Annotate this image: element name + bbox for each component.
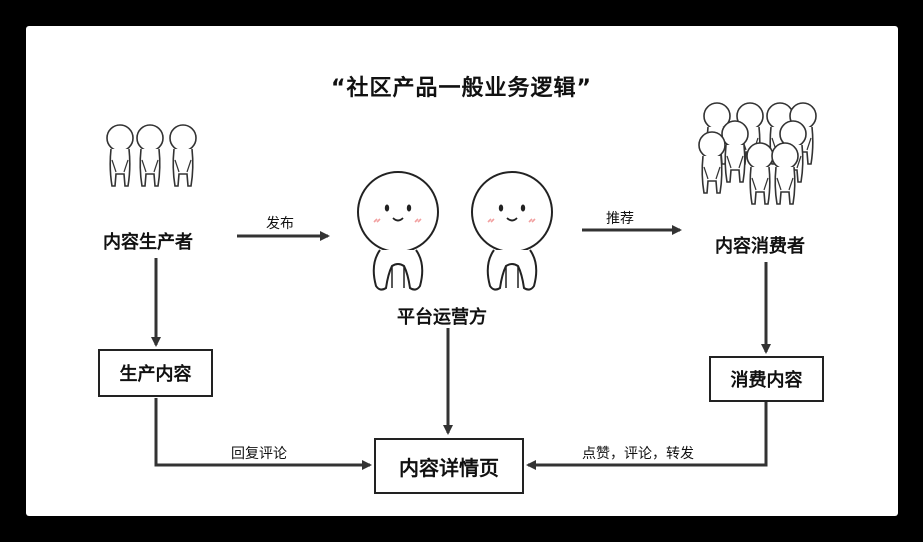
reply-comment-arrow [154, 398, 372, 470]
consumer-label: 内容消费者 [715, 236, 805, 257]
platform-characters-icon [357, 171, 553, 291]
detail-page-box: 内容详情页 [374, 438, 524, 494]
diagram-title: “社区产品一般业务逻辑” [331, 76, 592, 101]
publish-edge-label: 发布 [266, 216, 294, 232]
consume-content-box: 消费内容 [709, 356, 824, 402]
producer-label: 内容生产者 [103, 232, 193, 253]
producer-figures-icon [106, 124, 197, 187]
reply-comment-edge-label: 回复评论 [231, 446, 287, 462]
consumer-crowd-icon [698, 102, 817, 205]
produce-content-box: 生产内容 [98, 349, 213, 397]
platform-label: 平台运营方 [397, 307, 487, 328]
like-comment-share-arrow [526, 402, 768, 470]
like-comment-share-edge-label: 点赞，评论，转发 [582, 446, 694, 462]
recommend-edge-label: 推荐 [606, 211, 634, 227]
